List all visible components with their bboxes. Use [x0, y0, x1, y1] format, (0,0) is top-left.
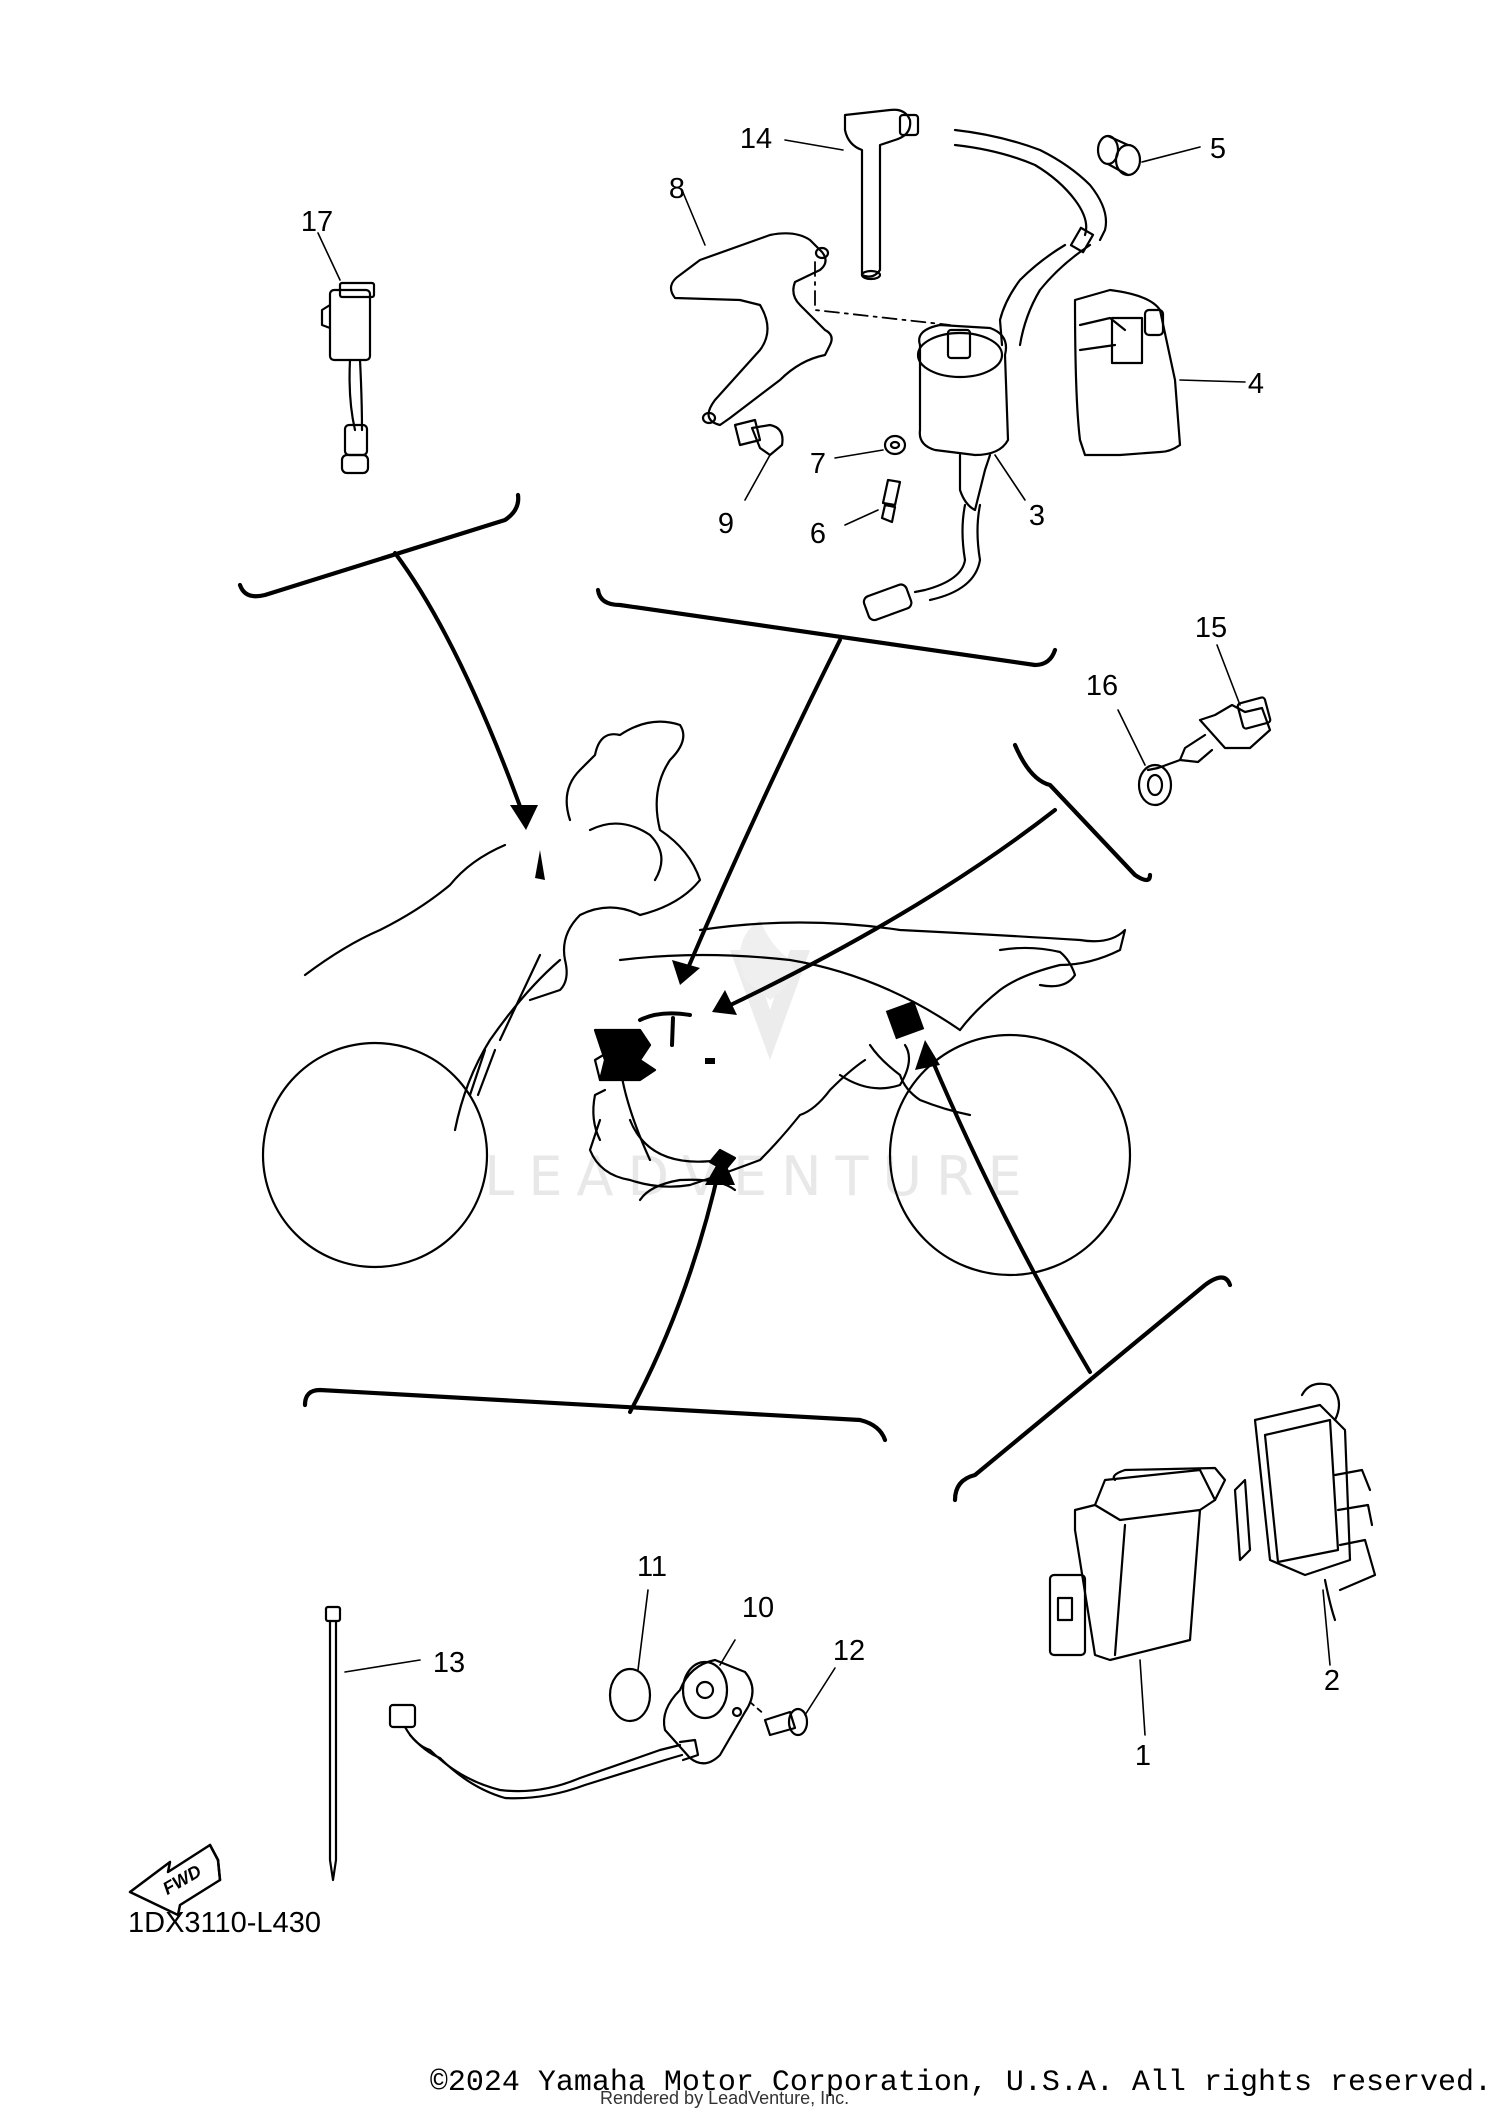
- callout-3: 3: [1029, 500, 1045, 532]
- callout-12: 12: [833, 1635, 865, 1667]
- front-wheel: [261, 1041, 489, 1269]
- bike-mounted-parts: [535, 850, 925, 1172]
- leader-17: [393, 551, 527, 822]
- callout-13: 13: [433, 1647, 465, 1679]
- callout-10: 10: [742, 1592, 774, 1624]
- part-1-cdi-unit: [1048, 1466, 1227, 1736]
- part-15-temp-sensor: [1146, 644, 1272, 772]
- callout-1: 1: [1135, 1740, 1151, 1772]
- copyright-notice: ©2024 Yamaha Motor Corporation, U.S.A. A…: [429, 2066, 1492, 2100]
- callout-9: 9: [718, 508, 734, 540]
- part-6-bolt: [844, 478, 902, 526]
- part-5-grommet: [1096, 134, 1201, 177]
- part-3-ignition-coil: [862, 323, 1026, 622]
- callout-5: 5: [1210, 133, 1226, 165]
- leader-ignition: [683, 638, 842, 977]
- part-9-bolt: [733, 418, 784, 501]
- leader-sensor2: [628, 1163, 722, 1414]
- callout-14: 14: [740, 123, 772, 155]
- watermark: LEADVENTURE: [484, 920, 1035, 1208]
- callout-4: 4: [1248, 368, 1264, 400]
- part-17-relay: [317, 232, 376, 475]
- callout-17: 17: [301, 206, 333, 238]
- front-fender: [303, 843, 507, 977]
- callout-16: 16: [1086, 670, 1118, 702]
- callout-numbers: 1 2 3 4 5 6 7 8 9 10 11 12 13 14 15 16 1…: [301, 123, 1340, 1772]
- callout-7: 7: [810, 448, 826, 480]
- callout-15: 15: [1195, 612, 1227, 644]
- part-4-coil-cover: [1073, 288, 1246, 457]
- part-11-o-ring: [608, 1589, 652, 1723]
- part-7-washer: [834, 434, 907, 459]
- leader-cdi: [928, 1053, 1092, 1374]
- callout-11: 11: [637, 1551, 667, 1583]
- part-14-plug-cap: [784, 108, 1108, 347]
- callout-2: 2: [1324, 1665, 1340, 1697]
- fwd-arrow-icon: [128, 1843, 222, 1917]
- bracket-cdi: [952, 1275, 1233, 1503]
- watermark-text: LEADVENTURE: [484, 1145, 1035, 1208]
- diagram-code: 1DX3110-L430: [128, 1907, 321, 1939]
- part-16-washer: [1117, 709, 1173, 807]
- part-2-rectifier: [1233, 1382, 1377, 1666]
- part-10-sensor: [388, 1639, 754, 1800]
- bracket-sensor: [1012, 742, 1153, 883]
- callout-6: 6: [810, 518, 826, 550]
- part-13-cable-tie: [324, 1605, 421, 1882]
- part-8-bracket: [669, 189, 951, 427]
- arrow-heads: [510, 805, 940, 1185]
- part-12-screw: [749, 1667, 836, 1737]
- callout-8: 8: [669, 173, 685, 205]
- rendered-by-note: Rendered by LeadVenture, Inc.: [600, 2088, 850, 2108]
- bracket-sensor2: [302, 1387, 888, 1443]
- rear-wheel: [888, 1033, 1132, 1277]
- callout-brackets: [237, 492, 1233, 1503]
- leader-sensor: [718, 808, 1057, 1012]
- bracket-17: [237, 492, 521, 599]
- bracket-ignition: [595, 587, 1058, 668]
